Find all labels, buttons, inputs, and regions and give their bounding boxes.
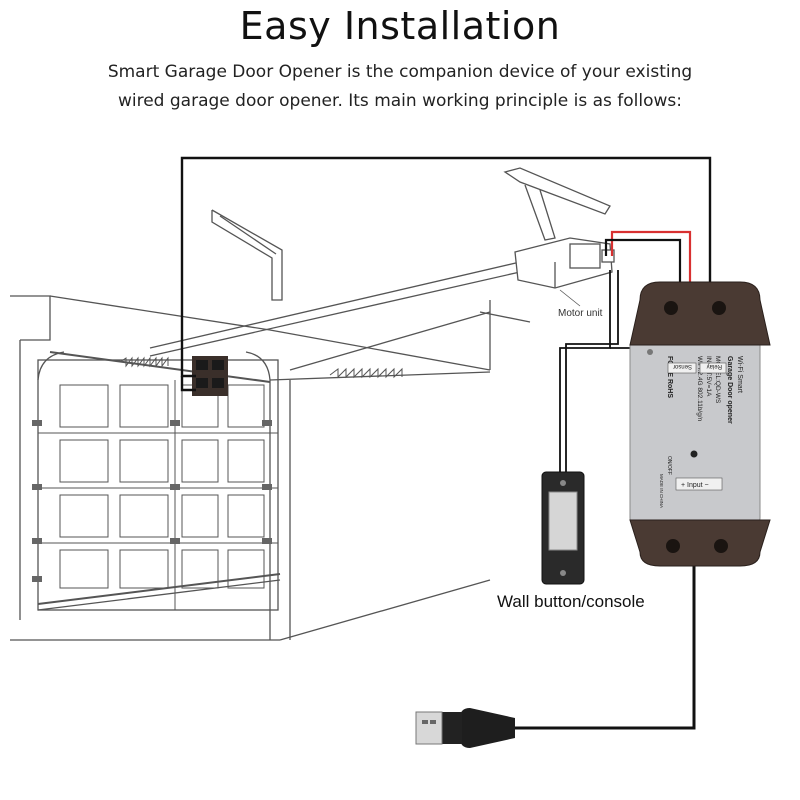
- device-label-line3: MODEL:QD-WS: [714, 356, 721, 404]
- garage-illustration: [10, 167, 615, 641]
- door-sensor-block: [192, 356, 228, 396]
- device-onoff-button: [690, 450, 698, 458]
- smart-garage-opener-device: Wi-Fi Smart Garage Door opener MODEL:QD-…: [629, 281, 771, 567]
- device-sensor-label: Sensor: [673, 363, 692, 369]
- wall-button-wire-2: [565, 270, 619, 472]
- sensor-wire: [180, 156, 712, 378]
- wall-button-wire-1: [559, 270, 611, 472]
- device-label-line4: INPUT:5V=1A: [705, 356, 712, 397]
- device-label-line2: Garage Door opener: [726, 356, 733, 424]
- wiring: [180, 156, 712, 730]
- door-hinges: [32, 420, 272, 582]
- device-label-line5: WIFI:2.4G 802.11b/g/n: [696, 356, 703, 422]
- device-cert-marks: FC CE RoHS: [666, 356, 673, 398]
- device-led: [647, 349, 653, 355]
- subtitle-line-2: wired garage door opener. Its main worki…: [117, 91, 683, 111]
- relay-wire-red: [610, 230, 692, 286]
- usb-plug: [415, 708, 515, 748]
- subtitle-line-1: Smart Garage Door Opener is the companio…: [107, 62, 693, 82]
- motor-unit-label: Motor unit: [558, 308, 603, 319]
- subtitle: Smart Garage Door Opener is the companio…: [80, 58, 720, 116]
- device-input-label: + Input −: [681, 482, 709, 489]
- relay-wire-black: [604, 238, 682, 286]
- device-made-in: MADE IN CHINA: [659, 474, 664, 508]
- wall-button-console: [541, 471, 585, 585]
- device-relay-label: Relay: [707, 363, 722, 369]
- device-label-line1: Wi-Fi Smart: [736, 356, 743, 393]
- usb-cable: [515, 566, 696, 730]
- wall-button-label: Wall button/console: [497, 592, 645, 611]
- wall-button-pad: [548, 491, 578, 551]
- device-onoff-label: ON/OFF: [666, 456, 672, 475]
- page-title: Easy Installation: [239, 4, 561, 48]
